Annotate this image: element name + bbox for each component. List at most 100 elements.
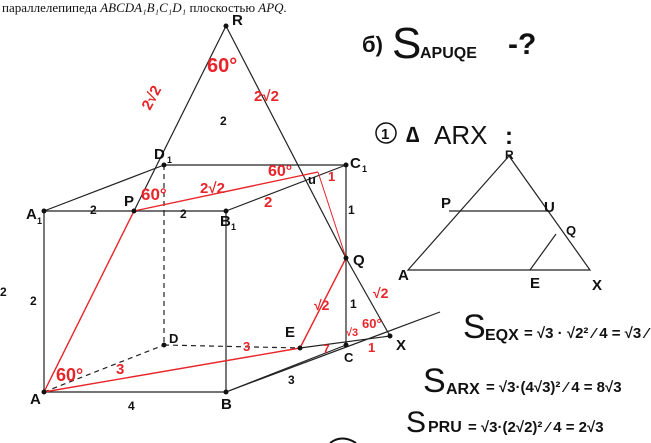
line-RQ xyxy=(225,25,347,259)
plane-name: APQ. xyxy=(258,0,287,15)
red-len-AE: 3 xyxy=(116,361,124,378)
len-C1Q: 1 xyxy=(348,203,355,217)
label-C1-sub: 1 xyxy=(362,164,367,174)
point-R xyxy=(223,23,229,29)
point-X xyxy=(387,333,393,339)
red-angle-X: 60° xyxy=(362,316,382,331)
tri-label-R: R xyxy=(505,148,514,162)
step-number-circle xyxy=(375,122,397,144)
red-seven-E: 7 xyxy=(323,342,330,356)
red-len-EX: √3 xyxy=(346,327,358,339)
red-angle-P: 60° xyxy=(141,185,167,204)
formula-arx: S ARX = √3·(4√3)² ⁄ 4 = 8√3 xyxy=(423,362,622,400)
vertex-labels: R D 1 C 1 A 1 P B 1 Q D E C X A B u xyxy=(26,12,406,413)
formula-pru-rhs: = √3·(2√2)² ⁄ 4 = 2√3 xyxy=(468,419,604,436)
red-len-PU-small: 2 xyxy=(264,194,272,211)
figure-name: ABCDA₁B₁C₁D₁ xyxy=(100,0,187,15)
task-suffix: -? xyxy=(508,28,536,61)
edge-A1D1 xyxy=(43,164,165,212)
formula-arx-rhs: = √3·(4√3)² ⁄ 4 = 8√3 xyxy=(486,379,622,396)
formula-eqx: S EQX = √3 · √2² ⁄ 4 = √3 ⁄ 2 xyxy=(463,308,651,346)
step-one: 1 ∆ ARX : xyxy=(375,120,513,150)
label-D: D xyxy=(169,331,178,346)
label-B1-sub: 1 xyxy=(231,222,236,232)
formula-arx-s: S xyxy=(423,362,446,400)
point-A xyxy=(41,389,47,395)
red-len-RP: 2√2 xyxy=(139,83,166,113)
len-BC: 3 xyxy=(288,373,295,387)
label-E: E xyxy=(285,324,295,341)
formula-eqx-s: S xyxy=(463,308,486,346)
statement-text: параллелепипеда xyxy=(2,0,101,15)
edge-DE-hidden xyxy=(163,344,301,349)
step-colon: : xyxy=(505,123,513,150)
point-Q xyxy=(343,255,349,261)
red-angle-U: 60° xyxy=(268,163,292,180)
edge-AD-hidden xyxy=(43,344,165,393)
black-lengths: 2 2 2 1 1 2 4 3 2 xyxy=(0,114,357,413)
label-A1-sub: 1 xyxy=(37,216,42,226)
red-PU xyxy=(133,171,319,212)
red-angle-A: 60° xyxy=(56,365,83,385)
tri-label-A: A xyxy=(398,267,409,284)
red-angle-R: 60° xyxy=(207,55,237,77)
red-AP xyxy=(43,210,135,393)
step-name: ARX xyxy=(434,120,487,150)
triangle-ARX xyxy=(406,155,592,271)
parallelepiped-edges xyxy=(43,25,441,393)
triangle-labels: R P U Q A E X xyxy=(398,148,602,294)
label-D1: D xyxy=(154,146,165,163)
len-R-mid: 2 xyxy=(220,114,227,128)
point-A1 xyxy=(41,208,47,214)
len-AB: 4 xyxy=(128,399,135,413)
len-left-edge: 2 xyxy=(0,285,7,299)
red-annotations: 2√2 2√2 2√2 2 60° 60° 60° 60° 3 3 √2 √2 … xyxy=(56,55,389,385)
point-D1 xyxy=(161,162,167,168)
tri-label-P: P xyxy=(441,195,451,212)
point-D xyxy=(161,342,167,348)
formula-eqx-rhs: = √3 · √2² ⁄ 4 = √3 ⁄ 2 xyxy=(524,325,651,342)
red-len-RU: 2√2 xyxy=(254,88,279,105)
cutoff-stroke xyxy=(329,437,357,443)
formula-pru-sub: PRU xyxy=(428,419,462,436)
label-A: A xyxy=(30,391,41,408)
red-UQ xyxy=(317,171,347,259)
step-triangle: ∆ xyxy=(406,122,419,147)
segment-QE xyxy=(529,233,557,271)
label-B1: B xyxy=(220,213,231,230)
tri-label-Q: Q xyxy=(566,223,576,238)
label-A1: A xyxy=(26,206,37,223)
tri-label-U: U xyxy=(544,199,555,216)
len-A1P: 2 xyxy=(90,203,97,217)
formula-pru: S PRU = √3·(2√2)² ⁄ 4 = 2√3 xyxy=(406,406,604,439)
red-AE xyxy=(43,347,301,393)
label-X: X xyxy=(396,337,406,354)
statement-text-2: плоскостью xyxy=(186,0,259,15)
red-QE xyxy=(299,257,347,349)
task-header: б) S APUQE -? xyxy=(362,19,536,68)
triangle-outline xyxy=(406,155,592,271)
point-B1 xyxy=(223,208,229,214)
part-label: б) xyxy=(362,32,383,57)
point-C xyxy=(343,342,349,348)
points xyxy=(41,23,393,395)
label-U: u xyxy=(308,172,316,187)
formulas: S EQX = √3 · √2² ⁄ 4 = √3 ⁄ 2 S ARX = √3… xyxy=(329,308,651,443)
red-one-U: 1 xyxy=(328,169,335,184)
red-len-QX: √2 xyxy=(373,285,389,301)
label-B: B xyxy=(221,396,232,413)
red-one-C: 1 xyxy=(368,340,375,355)
step-number: 1 xyxy=(381,126,389,143)
line-extension xyxy=(225,311,441,393)
red-len-PU: 2√2 xyxy=(200,180,225,197)
red-len-QE: √2 xyxy=(314,297,330,313)
label-Q: Q xyxy=(353,252,365,269)
edge-B1C1 xyxy=(225,164,347,212)
line-QX xyxy=(345,257,391,337)
point-P xyxy=(131,208,137,214)
section-polygon xyxy=(43,171,347,393)
problem-statement: параллелепипеда ABCDA₁B₁C₁D₁ плоскостью … xyxy=(2,0,287,16)
task-s: S xyxy=(392,19,421,68)
